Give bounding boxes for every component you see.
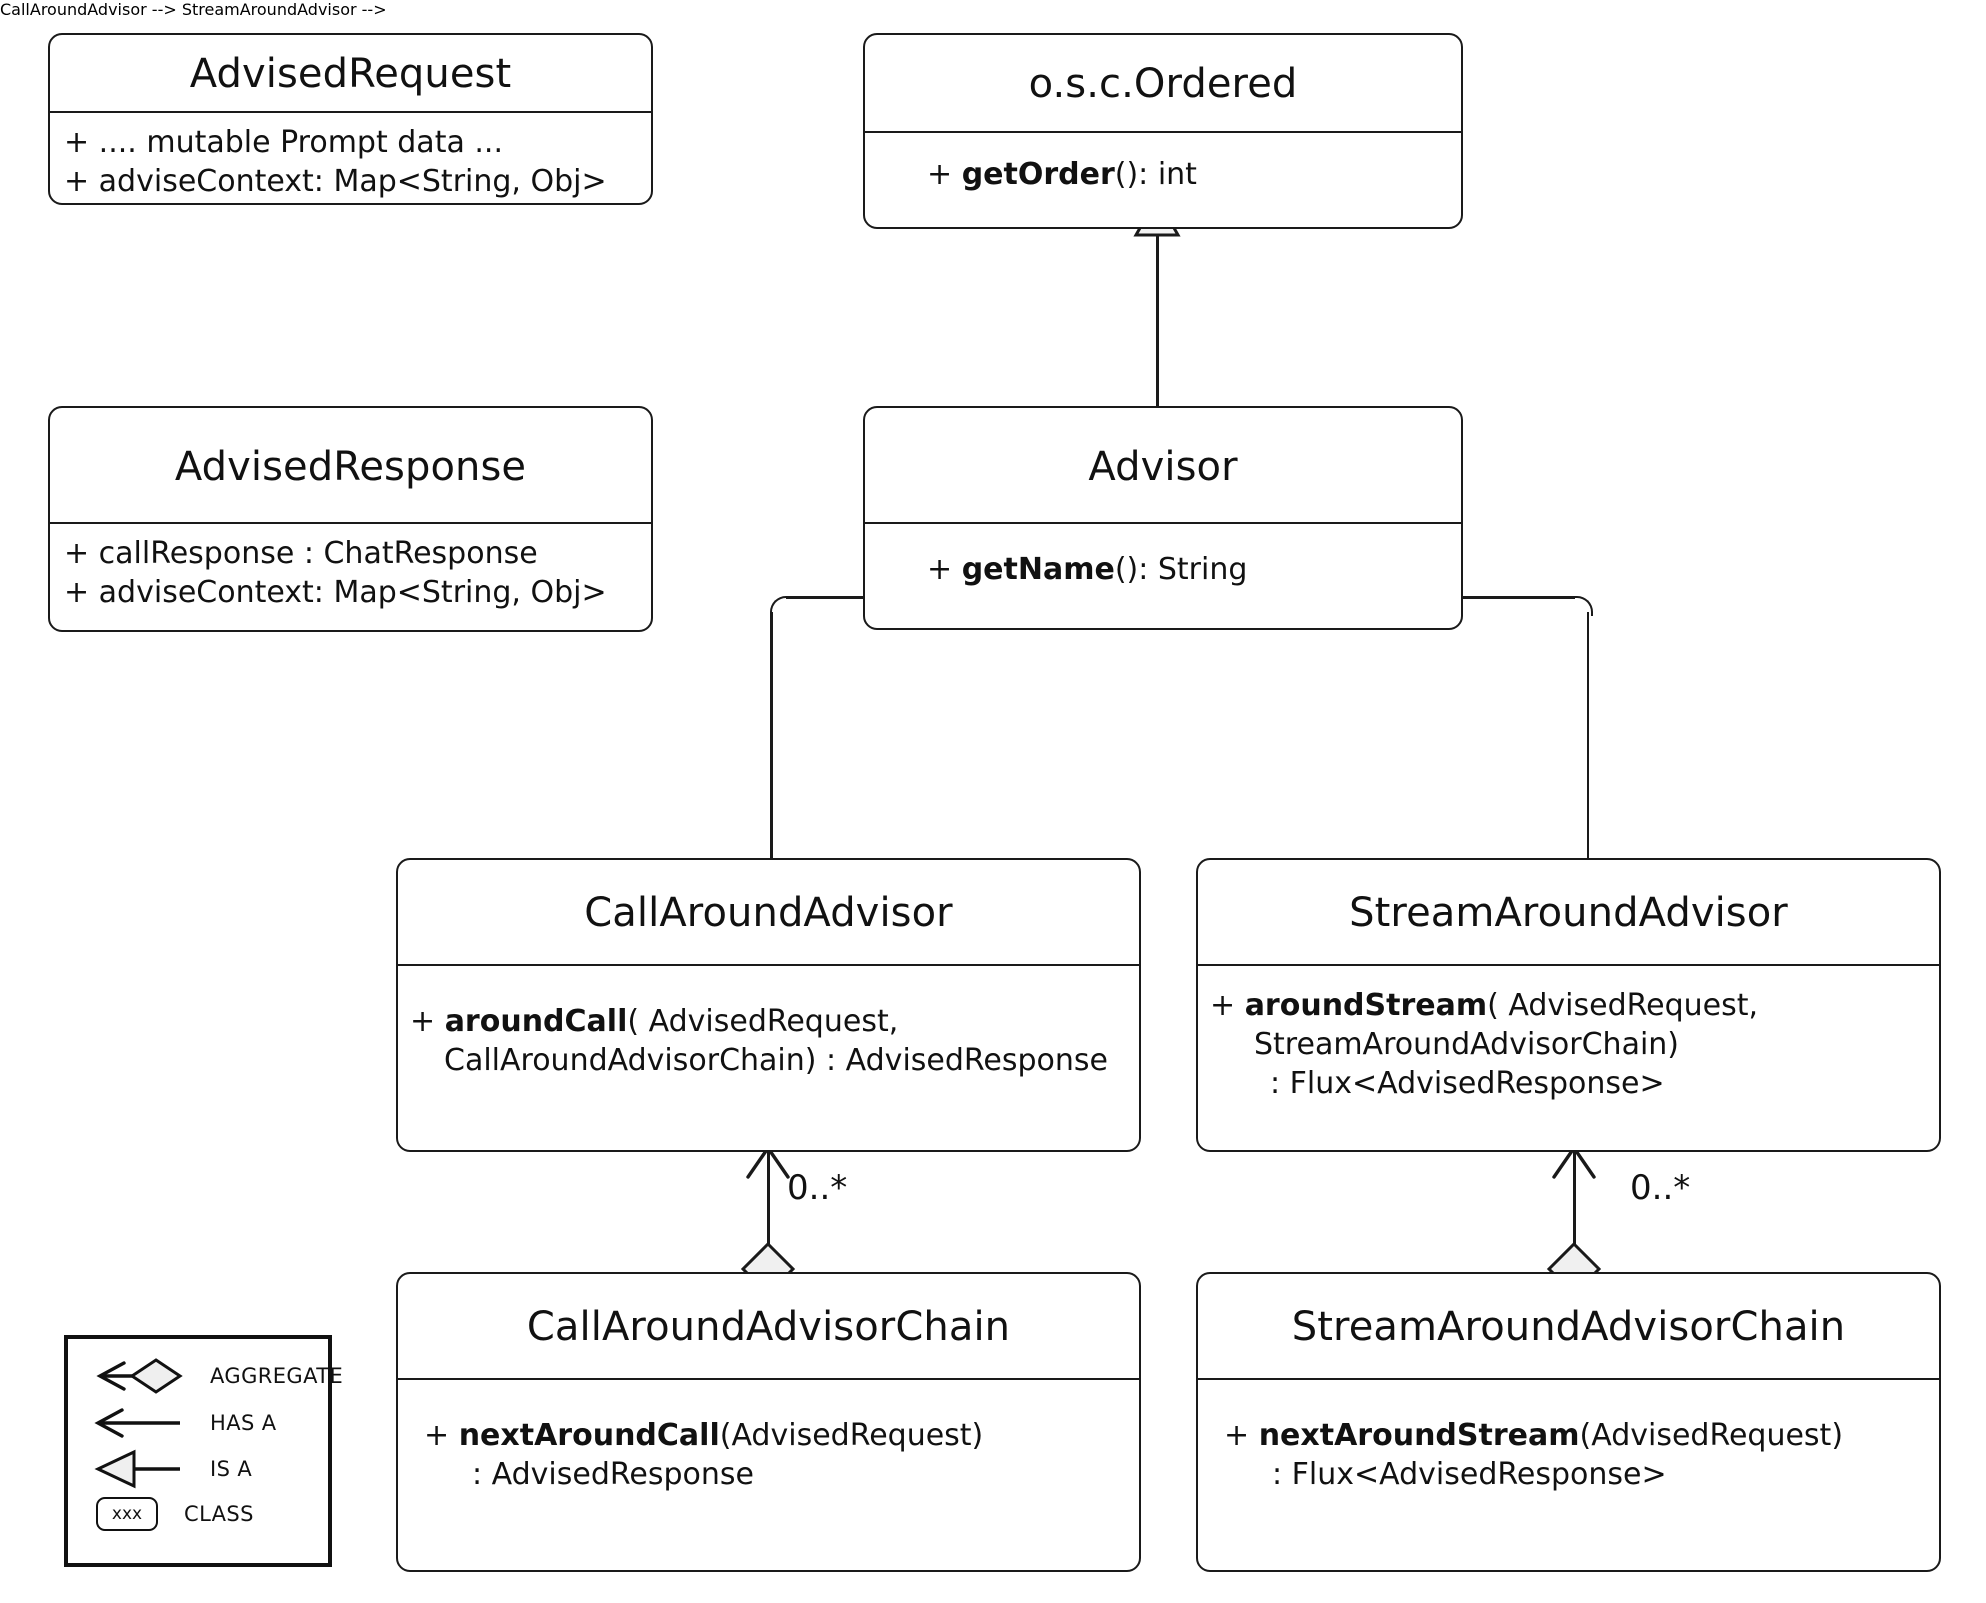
- legend-row-is-a: IS A: [90, 1449, 252, 1489]
- class-members-stream-around-advisor-chain: + nextAroundStream(AdvisedRequest) : Flu…: [1198, 1380, 1939, 1502]
- member-signature: (AdvisedRequest): [719, 1418, 984, 1453]
- member-method-name: nextAroundCall: [458, 1418, 720, 1453]
- member-row: + adviseContext: Map<String, Obj>: [64, 164, 607, 199]
- class-box-osc-ordered[interactable]: o.s.c.Ordered + getOrder(): int: [863, 33, 1463, 229]
- aggregate-arrow-diamond-icon: [96, 1358, 183, 1394]
- class-title-stream-around-advisor: StreamAroundAdvisor: [1349, 890, 1788, 936]
- class-members-advised-request: + .... mutable Prompt data ... + adviseC…: [50, 113, 651, 209]
- member-method-name: aroundStream: [1244, 988, 1488, 1023]
- member-row: + nextAroundStream(AdvisedRequest): [1224, 1416, 1925, 1455]
- class-title-call-around-advisor: CallAroundAdvisor: [584, 890, 953, 936]
- legend-label-is-a: IS A: [210, 1457, 253, 1481]
- legend-label-class: CLASS: [184, 1502, 254, 1526]
- class-members-advised-response: + callResponse : ChatResponse + adviseCo…: [50, 524, 651, 620]
- member-row: CallAroundAdvisorChain) : AdvisedRespons…: [410, 1041, 1125, 1080]
- class-box-advised-request[interactable]: AdvisedRequest + .... mutable Prompt dat…: [48, 33, 653, 205]
- class-members-stream-around-advisor: + aroundStream( AdvisedRequest, StreamAr…: [1198, 966, 1939, 1111]
- member-visibility: +: [424, 1418, 459, 1453]
- member-signature: ( AdvisedRequest,: [1487, 988, 1759, 1023]
- class-members-advisor: + getName(): String: [865, 524, 1461, 597]
- class-members-osc-ordered: + getOrder(): int: [865, 133, 1461, 202]
- member-signature: (AdvisedRequest): [1579, 1418, 1844, 1453]
- aggregation-line-call: [767, 1152, 770, 1274]
- legend-row-aggregate: AGGREGATE: [90, 1355, 343, 1397]
- class-divider: [865, 131, 1461, 133]
- member-visibility: +: [410, 1004, 445, 1039]
- member-row: + nextAroundCall(AdvisedRequest): [424, 1416, 1125, 1455]
- member-continuation: CallAroundAdvisorChain) : AdvisedRespons…: [444, 1043, 1108, 1078]
- class-box-call-around-advisor[interactable]: CallAroundAdvisor + aroundCall( AdvisedR…: [396, 858, 1141, 1152]
- member-row: + aroundCall( AdvisedRequest,: [410, 1002, 1125, 1041]
- member-method-name: getName: [961, 552, 1115, 587]
- member-visibility: +: [1210, 988, 1245, 1023]
- inheritance-drop-right: [1586, 612, 1590, 862]
- member-method-name: aroundCall: [444, 1004, 628, 1039]
- class-members-call-around-advisor: + aroundCall( AdvisedRequest, CallAround…: [398, 966, 1139, 1088]
- member-row: : AdvisedResponse: [424, 1455, 1125, 1494]
- class-box-stream-around-advisor[interactable]: StreamAroundAdvisor + aroundStream( Advi…: [1196, 858, 1941, 1152]
- class-box-advisor[interactable]: Advisor + getName(): String: [863, 406, 1463, 630]
- class-divider: [50, 111, 651, 113]
- class-divider: [1198, 964, 1939, 966]
- aggregation-line-stream: [1573, 1152, 1576, 1274]
- has-a-arrow-icon: [94, 1408, 180, 1438]
- class-box-call-around-advisor-chain[interactable]: CallAroundAdvisorChain + nextAroundCall(…: [396, 1272, 1141, 1572]
- member-row: + .... mutable Prompt data ...: [64, 125, 503, 160]
- member-row: StreamAroundAdvisorChain): [1210, 1025, 1925, 1064]
- class-title-advised-request: AdvisedRequest: [189, 51, 512, 97]
- class-box-icon: xxx: [96, 1497, 158, 1531]
- class-box-icon-text: xxx: [111, 1504, 143, 1524]
- member-row: : Flux<AdvisedResponse>: [1210, 1064, 1925, 1103]
- class-title-stream-around-advisor-chain: StreamAroundAdvisorChain: [1291, 1304, 1846, 1350]
- class-title-osc-ordered: o.s.c.Ordered: [1028, 61, 1298, 107]
- member-signature: (): String: [1114, 552, 1248, 587]
- member-row: : Flux<AdvisedResponse>: [1224, 1455, 1925, 1494]
- member-method-name: getOrder: [961, 157, 1115, 192]
- member-visibility: +: [927, 552, 962, 587]
- member-row: + getOrder(): int: [927, 155, 1447, 194]
- class-title-advised-response: AdvisedResponse: [174, 444, 527, 490]
- inheritance-line-advisor-to-ordered: [1156, 232, 1159, 408]
- legend-label-aggregate: AGGREGATE: [210, 1364, 344, 1388]
- class-divider: [50, 522, 651, 524]
- class-box-stream-around-advisor-chain[interactable]: StreamAroundAdvisorChain + nextAroundStr…: [1196, 1272, 1941, 1572]
- member-continuation: : Flux<AdvisedResponse>: [1272, 1457, 1667, 1492]
- class-title-advisor: Advisor: [1088, 444, 1238, 490]
- class-members-call-around-advisor-chain: + nextAroundCall(AdvisedRequest) : Advis…: [398, 1380, 1139, 1502]
- member-visibility: +: [927, 157, 962, 192]
- class-box-advised-response[interactable]: AdvisedResponse + callResponse : ChatRes…: [48, 406, 653, 632]
- class-divider: [398, 964, 1139, 966]
- member-continuation: StreamAroundAdvisorChain): [1254, 1027, 1680, 1062]
- multiplicity-label-call: 0..*: [787, 1168, 848, 1208]
- member-row: + getName(): String: [927, 550, 1447, 589]
- legend-row-has-a: HAS A: [90, 1405, 277, 1441]
- branch-drop-corner-right: [1573, 596, 1593, 616]
- branch-drop-corner-left: [770, 596, 790, 616]
- legend-row-class: xxx CLASS: [96, 1497, 254, 1531]
- legend-box: AGGREGATE HAS A IS A xxx CLASS: [64, 1335, 343, 1567]
- class-divider: [398, 1378, 1139, 1380]
- class-divider: [865, 522, 1461, 524]
- member-visibility: +: [1224, 1418, 1259, 1453]
- inheritance-drop-left: [770, 612, 773, 862]
- member-row: + callResponse : ChatResponse: [64, 536, 538, 571]
- class-divider: [1198, 1378, 1939, 1380]
- member-row: + adviseContext: Map<String, Obj>: [64, 575, 607, 610]
- member-signature: (): int: [1114, 157, 1197, 192]
- is-a-triangle-arrow-icon: [94, 1449, 180, 1489]
- legend-label-has-a: HAS A: [210, 1411, 277, 1435]
- member-signature: ( AdvisedRequest,: [627, 1004, 899, 1039]
- class-title-call-around-advisor-chain: CallAroundAdvisorChain: [526, 1304, 1011, 1350]
- member-continuation: : AdvisedResponse: [472, 1457, 754, 1492]
- multiplicity-label-stream: 0..*: [1630, 1168, 1691, 1208]
- member-method-name: nextAroundStream: [1258, 1418, 1580, 1453]
- member-row: + aroundStream( AdvisedRequest,: [1210, 986, 1925, 1025]
- member-continuation: : Flux<AdvisedResponse>: [1270, 1066, 1665, 1101]
